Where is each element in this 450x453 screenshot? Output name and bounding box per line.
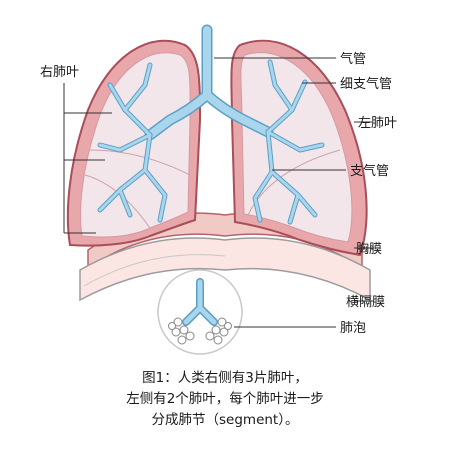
label-bronchiole: 细支气管 — [340, 76, 392, 92]
label-left-lung: 左肺叶 — [358, 116, 397, 131]
caption-line-2: 左侧有2个肺叶，每个肺叶进一步 — [126, 391, 324, 407]
figure-caption: 图1：人类右侧有3片肺叶， 左侧有2个肺叶，每个肺叶进一步 分成肺节（segme… — [0, 368, 450, 431]
label-pleura: 胸膜 — [356, 242, 382, 257]
caption-line-3: 分成肺节（segment）。 — [151, 412, 299, 428]
label-bronchus: 支气管 — [350, 163, 389, 179]
label-right-lung: 右肺叶 — [40, 65, 79, 80]
label-diaphragm: 横隔膜 — [346, 295, 385, 310]
label-trachea: 气管 — [340, 51, 366, 67]
label-alveoli: 肺泡 — [340, 321, 366, 336]
airway-tree — [97, 24, 325, 225]
caption-line-1: 图1：人类右侧有3片肺叶， — [142, 370, 308, 386]
right-lung-leaders — [63, 83, 112, 234]
alveoli-inset — [157, 269, 243, 355]
right-side-leaders — [214, 57, 374, 328]
